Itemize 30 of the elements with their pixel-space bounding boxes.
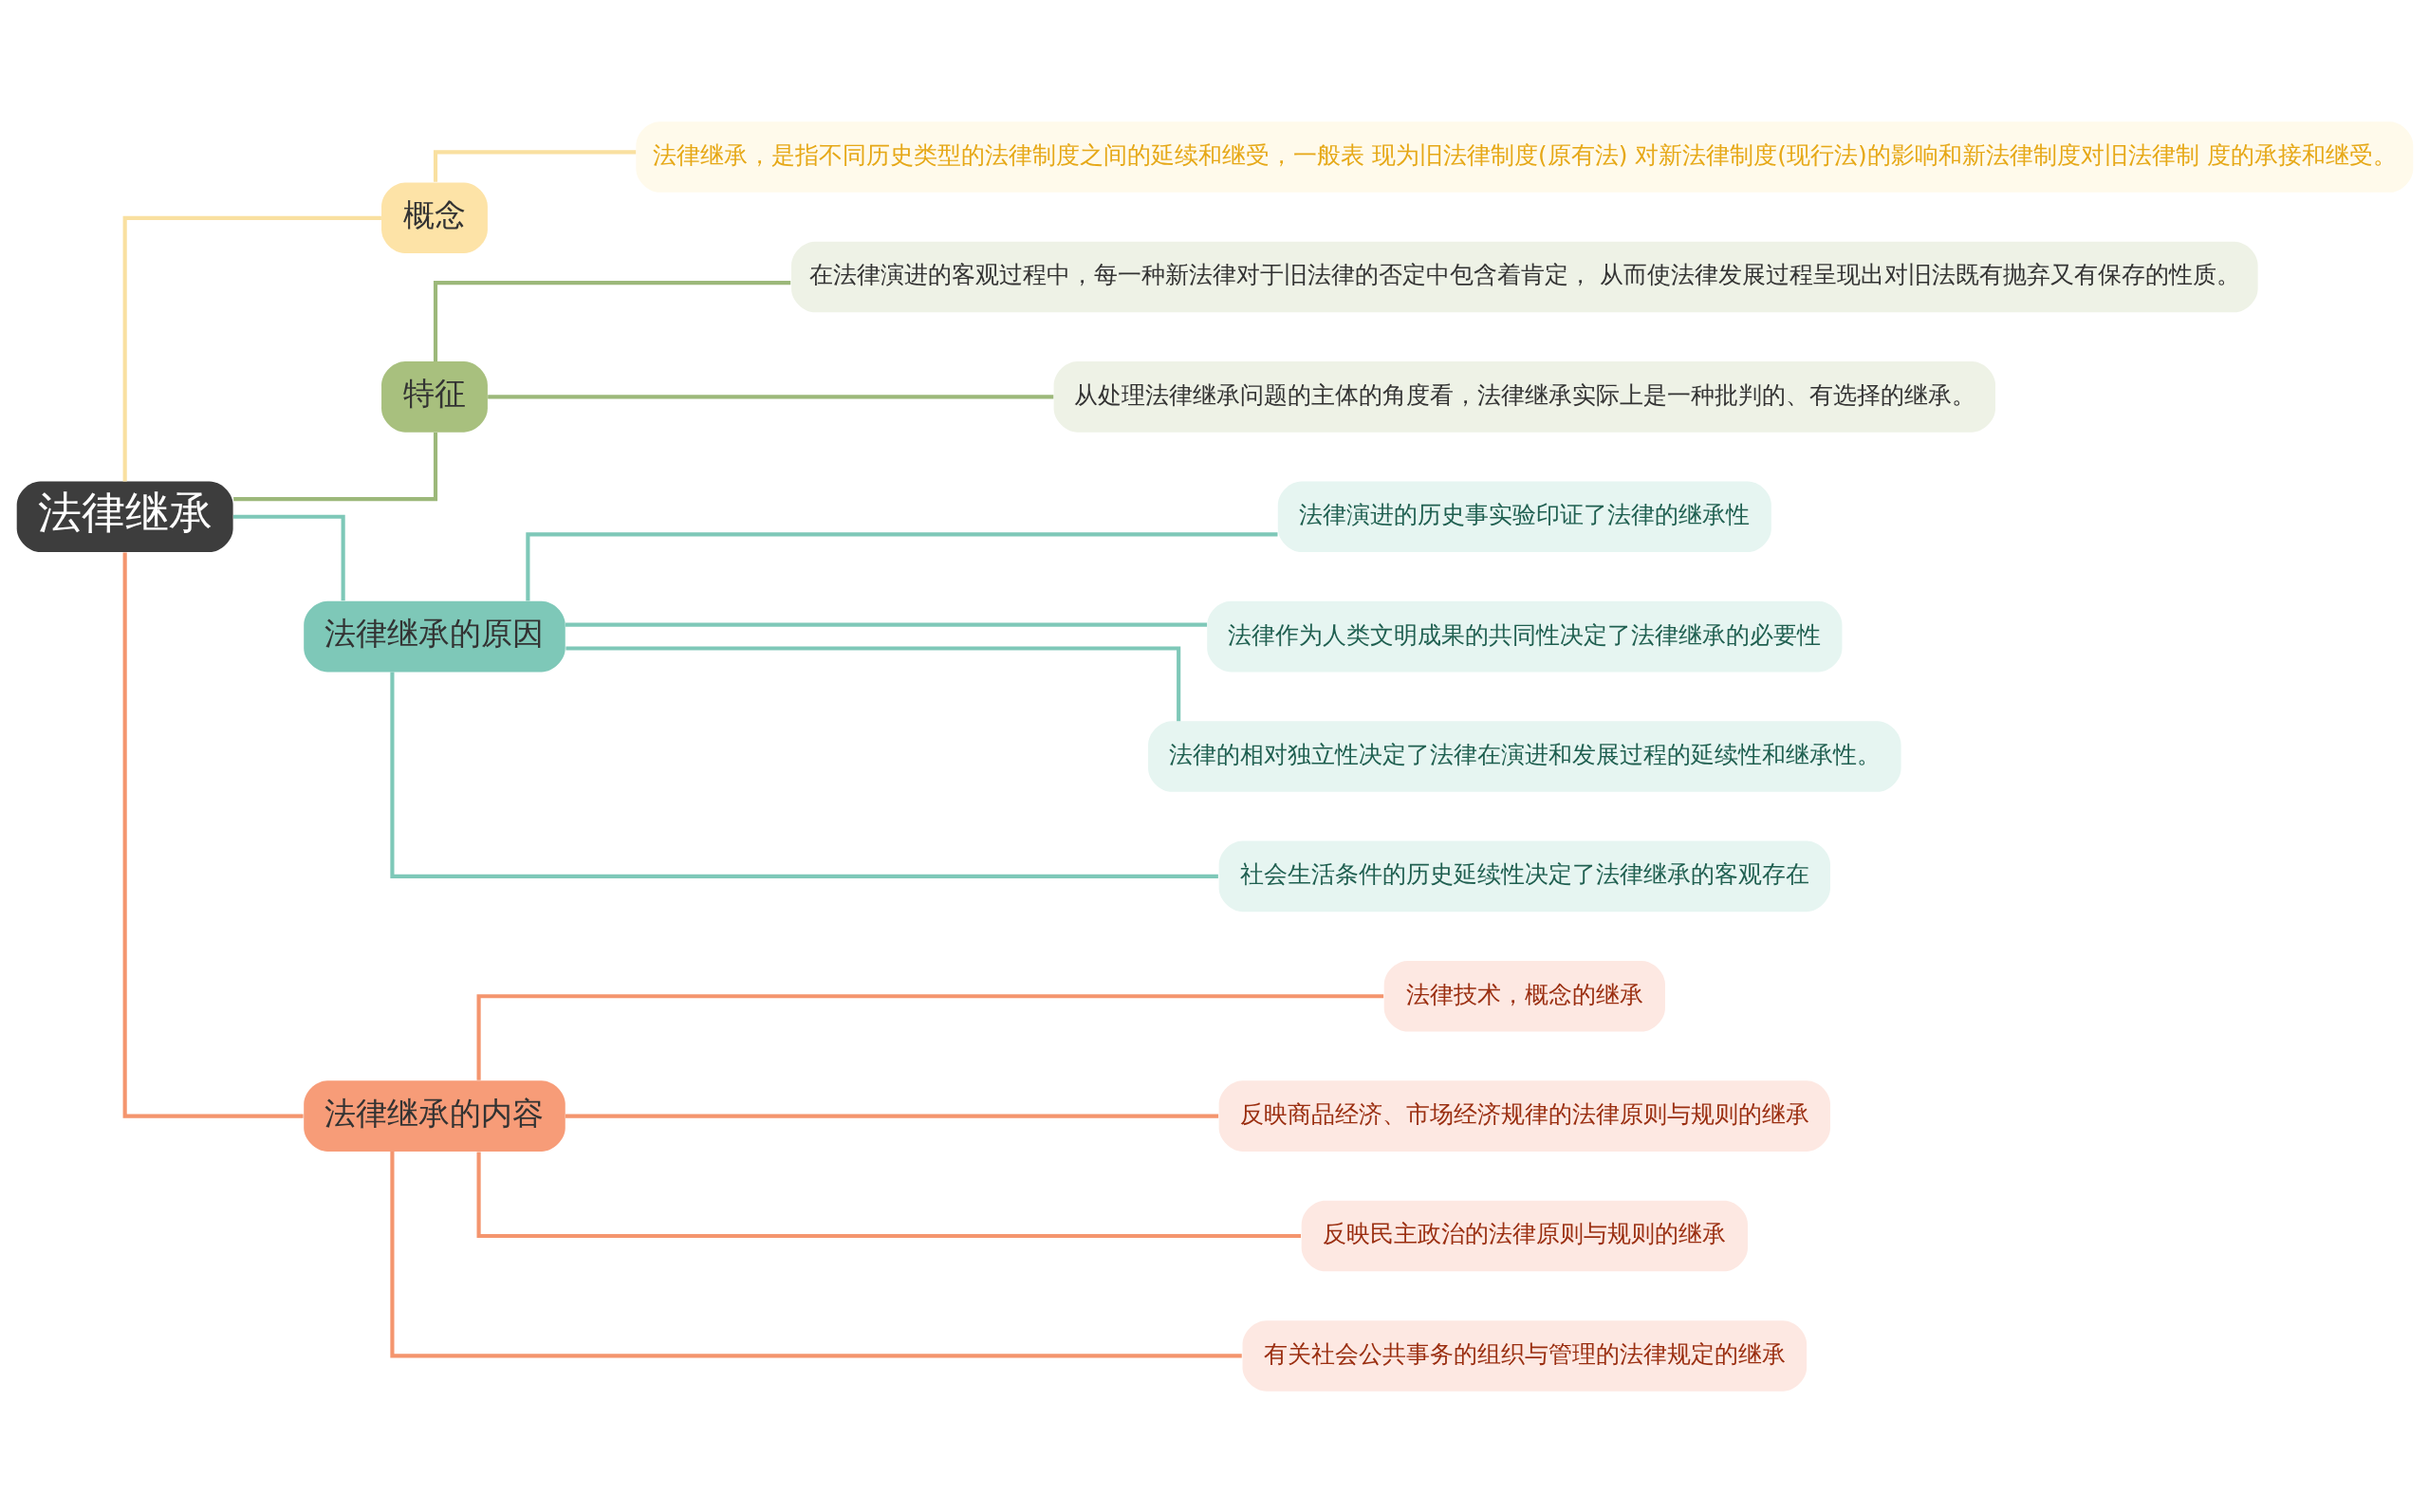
connector bbox=[232, 432, 437, 501]
node-box: 法律继承的原因 bbox=[303, 600, 566, 672]
node-box: 法律演进的历史事实验印证了法律的继承性 bbox=[1277, 480, 1771, 552]
connector bbox=[565, 622, 1207, 627]
node-box: 反映商品经济、市场经济规律的法律原则与规则的继承 bbox=[1218, 1079, 1830, 1152]
node-box: 法律作为人类文明成果的共同性决定了法律继承的必要性 bbox=[1206, 600, 1842, 672]
connector bbox=[389, 1151, 1242, 1357]
node-box: 社会生活条件的历史延续性决定了法律继承的客观存在 bbox=[1218, 840, 1830, 912]
connector bbox=[476, 993, 1383, 1080]
connector bbox=[476, 1152, 1301, 1238]
connector bbox=[433, 280, 790, 361]
node-box: 法律继承，是指不同历史类型的法律制度之间的延续和继受，一般表 现为旧法律制度(原有法) 对新法律制度(现行法)的影响和新法律制度对旧法律制 度的承接和继受。 bbox=[635, 120, 2413, 193]
connector bbox=[232, 514, 345, 600]
node-box: 法律技术，概念的继承 bbox=[1383, 960, 1665, 1032]
node-box: 法律继承的内容 bbox=[303, 1079, 566, 1152]
connector bbox=[122, 215, 381, 481]
connector bbox=[487, 394, 1053, 398]
connector bbox=[389, 671, 1218, 878]
node-box: 特征 bbox=[380, 360, 488, 433]
connector bbox=[565, 1114, 1218, 1118]
node-box: 从处理法律继承问题的主体的角度看，法律继承实际上是一种批判的、有选择的继承。 bbox=[1053, 360, 1995, 433]
node-box: 法律继承 bbox=[16, 480, 233, 552]
node-box: 在法律演进的客观过程中，每一种新法律对于旧法律的否定中包含着肯定， 从而使法律发展过程呈现出对旧法既有抛弃又有保存的性质。 bbox=[790, 241, 2258, 312]
connector bbox=[565, 645, 1180, 721]
node-box: 有关社会公共事务的组织与管理的法律规定的继承 bbox=[1242, 1319, 1807, 1392]
node-box: 概念 bbox=[380, 182, 488, 253]
node-box: 法律的相对独立性决定了法律在演进和发展过程的延续性和继承性。 bbox=[1147, 720, 1901, 792]
connector bbox=[122, 551, 304, 1118]
node-box: 反映民主政治的法律原则与规则的继承 bbox=[1301, 1200, 1748, 1271]
connector bbox=[525, 531, 1277, 600]
